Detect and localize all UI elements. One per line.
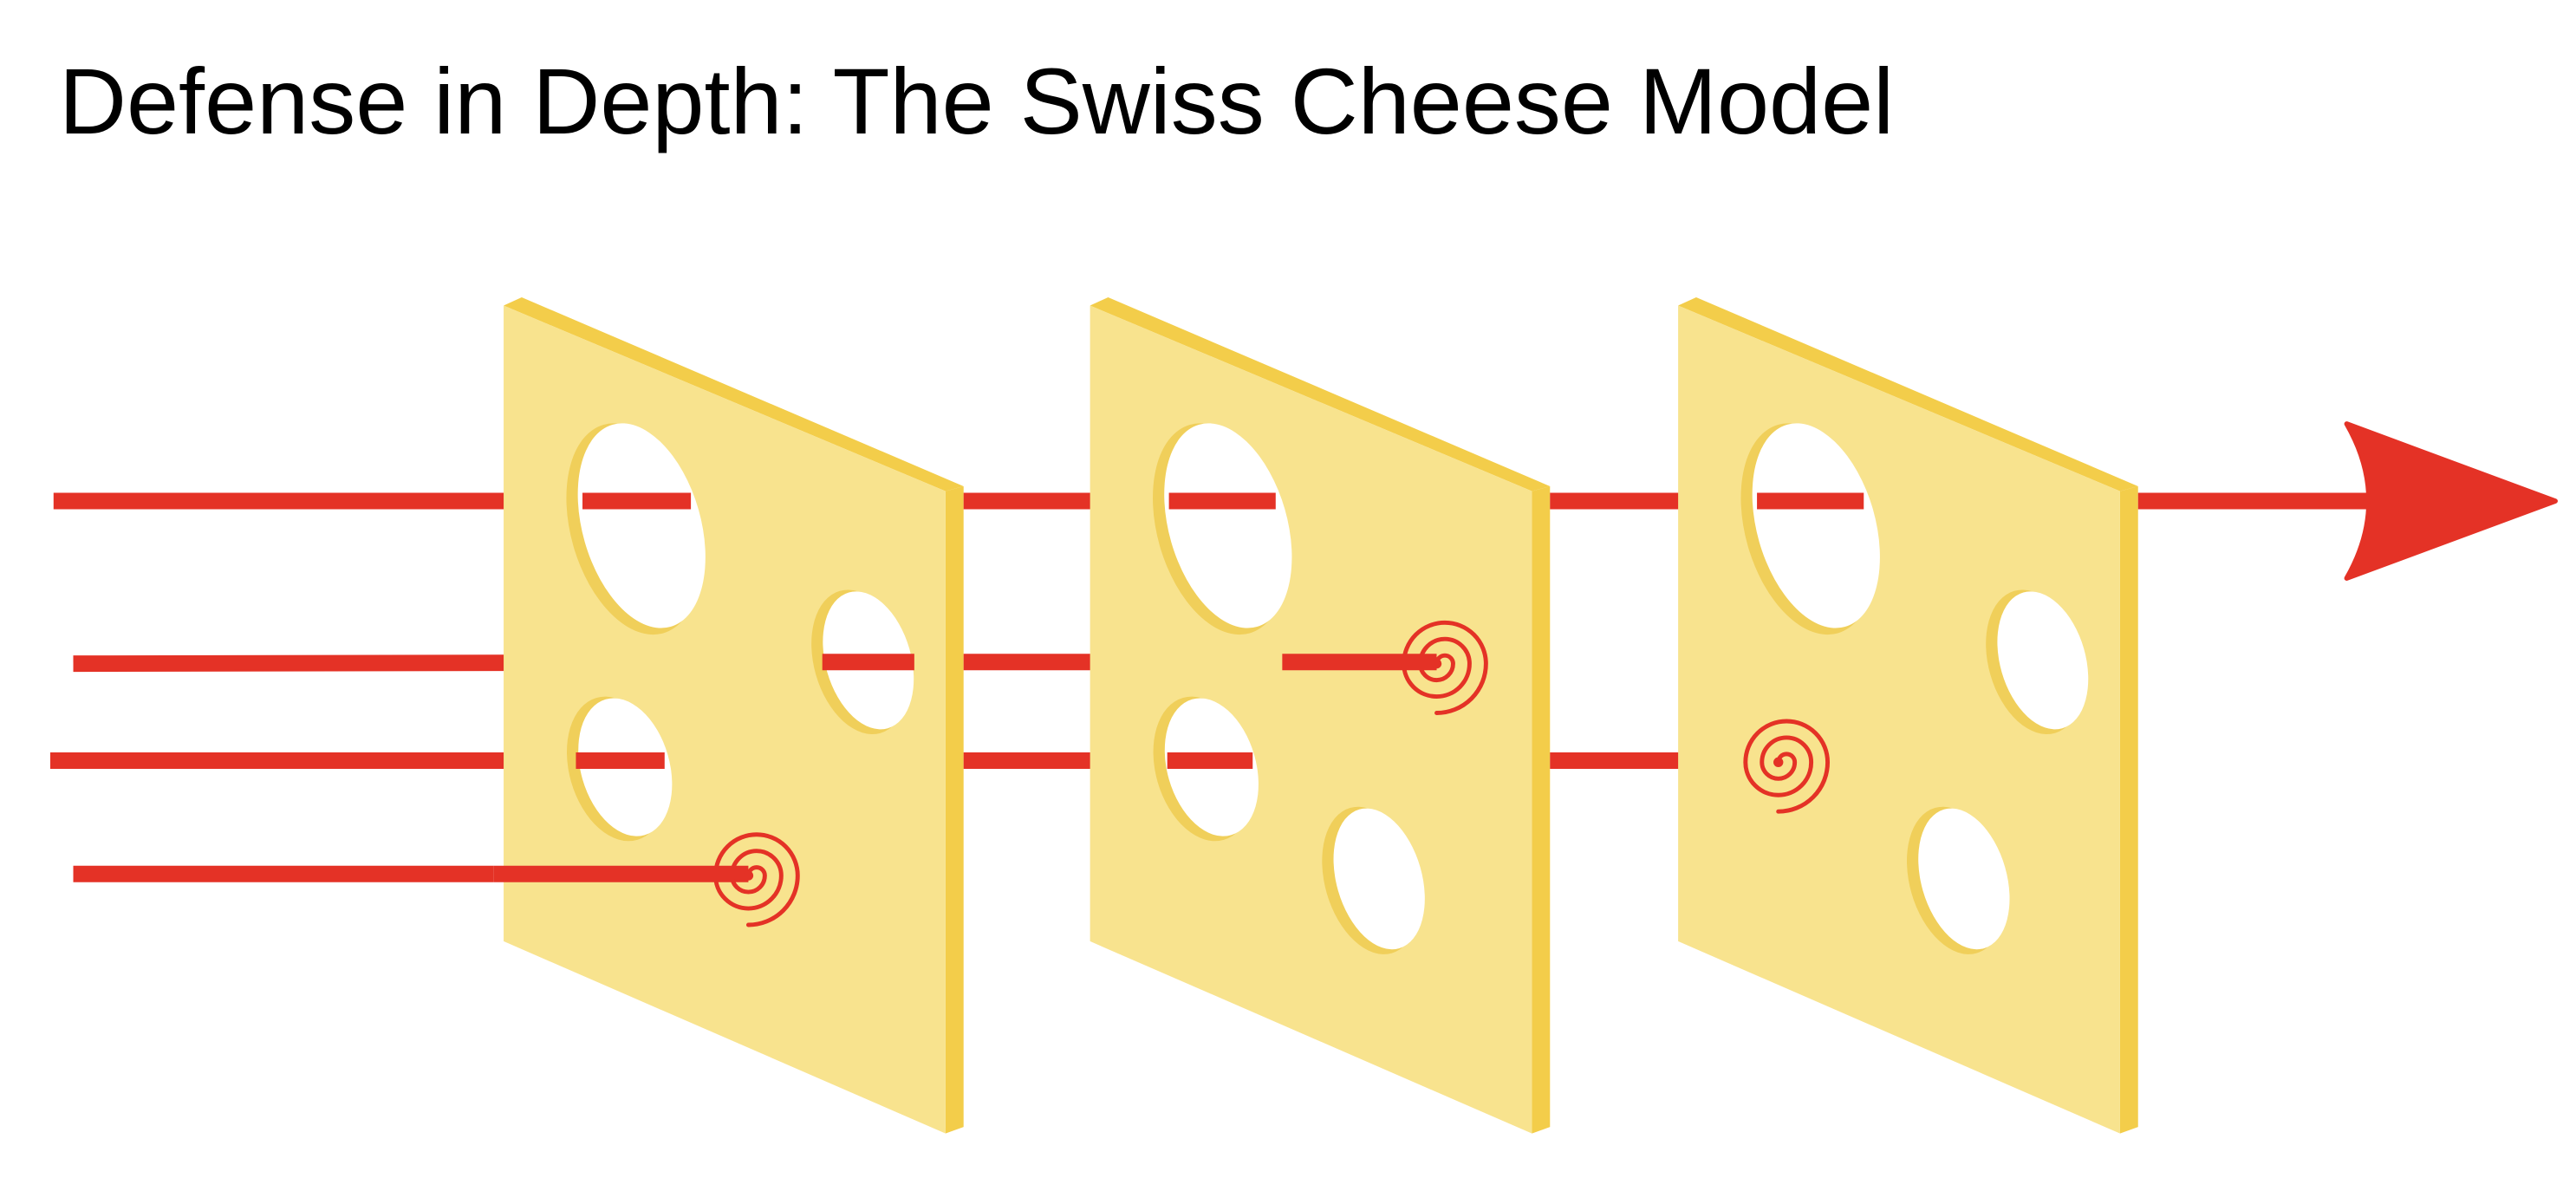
cheese-hole (577, 423, 706, 628)
cheese-slice-2 (1090, 297, 1551, 1134)
cheese-slice-3 (1678, 297, 2138, 1134)
arrow-head-icon (2344, 421, 2558, 581)
cheese-slice-1 (504, 297, 964, 1134)
cheese-hole (1918, 808, 2010, 950)
cheese-hole (1164, 423, 1292, 628)
cheese-hole (1997, 591, 2089, 730)
cheese-hole (1752, 423, 1880, 628)
page-title: Defense in Depth: The Swiss Cheese Model (59, 49, 1895, 153)
cheese-hole (1333, 808, 1425, 950)
